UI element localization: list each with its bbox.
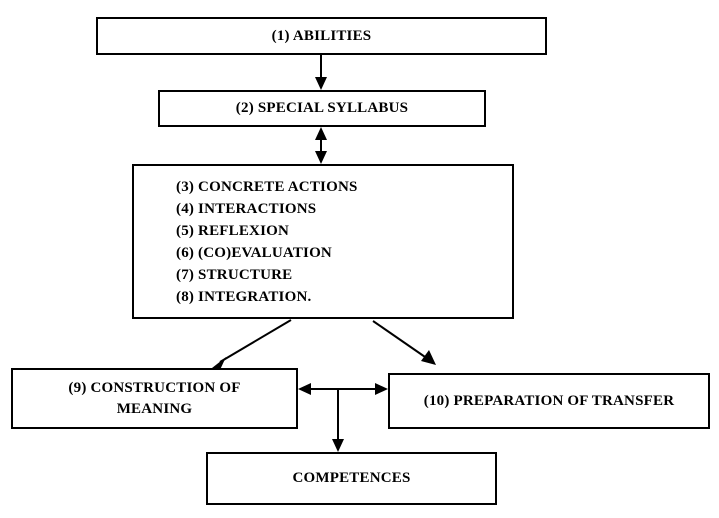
node-abilities: (1) ABILITIES bbox=[96, 17, 547, 55]
list-item-interactions: (4) INTERACTIONS bbox=[176, 201, 317, 217]
node-construction-of-meaning-label-line2: MEANING bbox=[116, 400, 193, 417]
edge-construction-to-preparation bbox=[298, 383, 388, 395]
list-item-coevaluation: (6) (CO)EVALUATION bbox=[176, 245, 332, 261]
node-preparation-of-transfer: (10) PREPARATION OF TRANSFER bbox=[388, 373, 710, 429]
list-item-concrete-actions: (3) CONCRETE ACTIONS bbox=[176, 179, 358, 195]
node-competences-label: COMPETENCES bbox=[292, 470, 411, 487]
edge-core-list-to-preparation bbox=[372, 320, 436, 365]
edge-abilities-to-syllabus bbox=[315, 55, 327, 90]
node-preparation-of-transfer-label: (10) PREPARATION OF TRANSFER bbox=[423, 392, 675, 409]
edge-to-competences bbox=[332, 389, 344, 452]
list-item-reflexion: (5) REFLEXION bbox=[176, 223, 290, 239]
edge-syllabus-to-core-list bbox=[315, 127, 327, 164]
node-special-syllabus-label: (2) SPECIAL SYLLABUS bbox=[235, 100, 409, 117]
node-construction-of-meaning-label-line1: (9) CONSTRUCTION OF bbox=[68, 380, 241, 397]
list-item-structure: (7) STRUCTURE bbox=[176, 267, 293, 283]
node-construction-of-meaning: (9) CONSTRUCTION OF MEANING bbox=[11, 368, 298, 429]
edge-core-list-to-construction bbox=[212, 319, 292, 372]
list-item-integration: (8) INTEGRATION. bbox=[176, 289, 312, 305]
node-core-processes: (3) CONCRETE ACTIONS (4) INTERACTIONS (5… bbox=[132, 164, 514, 319]
node-competences: COMPETENCES bbox=[206, 452, 497, 505]
node-abilities-label: (1) ABILITIES bbox=[271, 27, 372, 44]
node-special-syllabus: (2) SPECIAL SYLLABUS bbox=[158, 90, 486, 127]
